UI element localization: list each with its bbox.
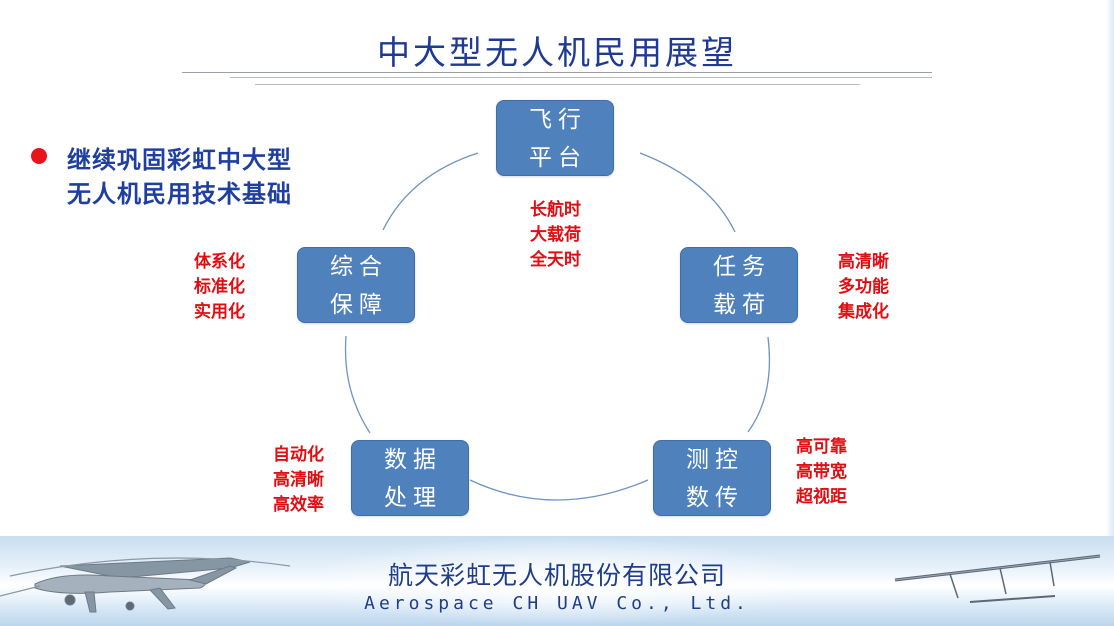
node-data-processing: 数据 处理: [351, 440, 469, 516]
feature-item: 高效率: [273, 495, 324, 515]
bullet-text-line1: 继续巩固彩虹中大型: [67, 145, 292, 174]
features-flight-platform: 长航时 大载荷 全天时: [530, 198, 581, 273]
title-underline-tertiary: [255, 84, 860, 85]
feature-item: 高可靠: [796, 437, 847, 457]
feature-item: 实用化: [194, 302, 245, 322]
node-flight-line2: 平台: [529, 145, 587, 171]
banner-glow: [300, 536, 820, 626]
feature-item: 高清晰: [838, 252, 889, 272]
node-task-line1: 任务: [713, 254, 771, 280]
features-data-processing: 自动化 高清晰 高效率: [273, 443, 324, 518]
node-integrated-support: 综合 保障: [297, 247, 415, 323]
node-flight-platform: 飞行 平台: [496, 100, 614, 176]
arc-data-to-support: [344, 335, 371, 434]
node-task-payload: 任务 载荷: [680, 247, 798, 323]
company-name-english: Aerospace CH UAV Co., Ltd.: [364, 593, 750, 614]
slide-title: 中大型无人机民用展望: [377, 33, 737, 72]
feature-item: 集成化: [838, 302, 889, 322]
feature-item: 标准化: [194, 277, 245, 297]
features-telemetry-datalink: 高可靠 高带宽 超视距: [796, 435, 847, 510]
feature-item: 自动化: [273, 445, 324, 465]
node-tc-line1: 测控: [686, 447, 744, 473]
node-telemetry-datalink: 测控 数传: [653, 440, 771, 516]
feature-item: 大载荷: [530, 225, 581, 245]
feature-item: 全天时: [530, 250, 581, 270]
feature-item: 高带宽: [796, 462, 847, 482]
bullet-text-line2: 无人机民用技术基础: [67, 179, 292, 208]
features-task-payload: 高清晰 多功能 集成化: [838, 250, 889, 325]
node-flight-line1: 飞行: [529, 107, 587, 133]
node-support-line2: 保障: [330, 292, 388, 318]
title-underline: [182, 72, 932, 73]
node-tc-line2: 数传: [686, 485, 744, 511]
arc-support-to-flight: [382, 152, 479, 231]
feature-item: 超视距: [796, 487, 847, 507]
bullet-dot-icon: [31, 148, 47, 164]
arc-flight-to-task: [639, 152, 736, 233]
node-data-line1: 数据: [384, 447, 442, 473]
feature-item: 体系化: [194, 252, 245, 272]
node-support-line1: 综合: [330, 254, 388, 280]
features-integrated-support: 体系化 标准化 实用化: [194, 250, 245, 325]
feature-item: 长航时: [530, 200, 581, 220]
company-name-chinese: 航天彩虹无人机股份有限公司: [387, 561, 726, 590]
arc-tc-to-data: [469, 479, 649, 501]
node-task-line2: 载荷: [713, 292, 771, 318]
slide-edge-shade: [1106, 0, 1114, 536]
feature-item: 多功能: [838, 277, 889, 297]
feature-item: 高清晰: [273, 470, 324, 490]
title-underline-secondary: [230, 77, 932, 78]
arc-task-to-tc: [747, 336, 771, 433]
node-data-line2: 处理: [384, 485, 442, 511]
